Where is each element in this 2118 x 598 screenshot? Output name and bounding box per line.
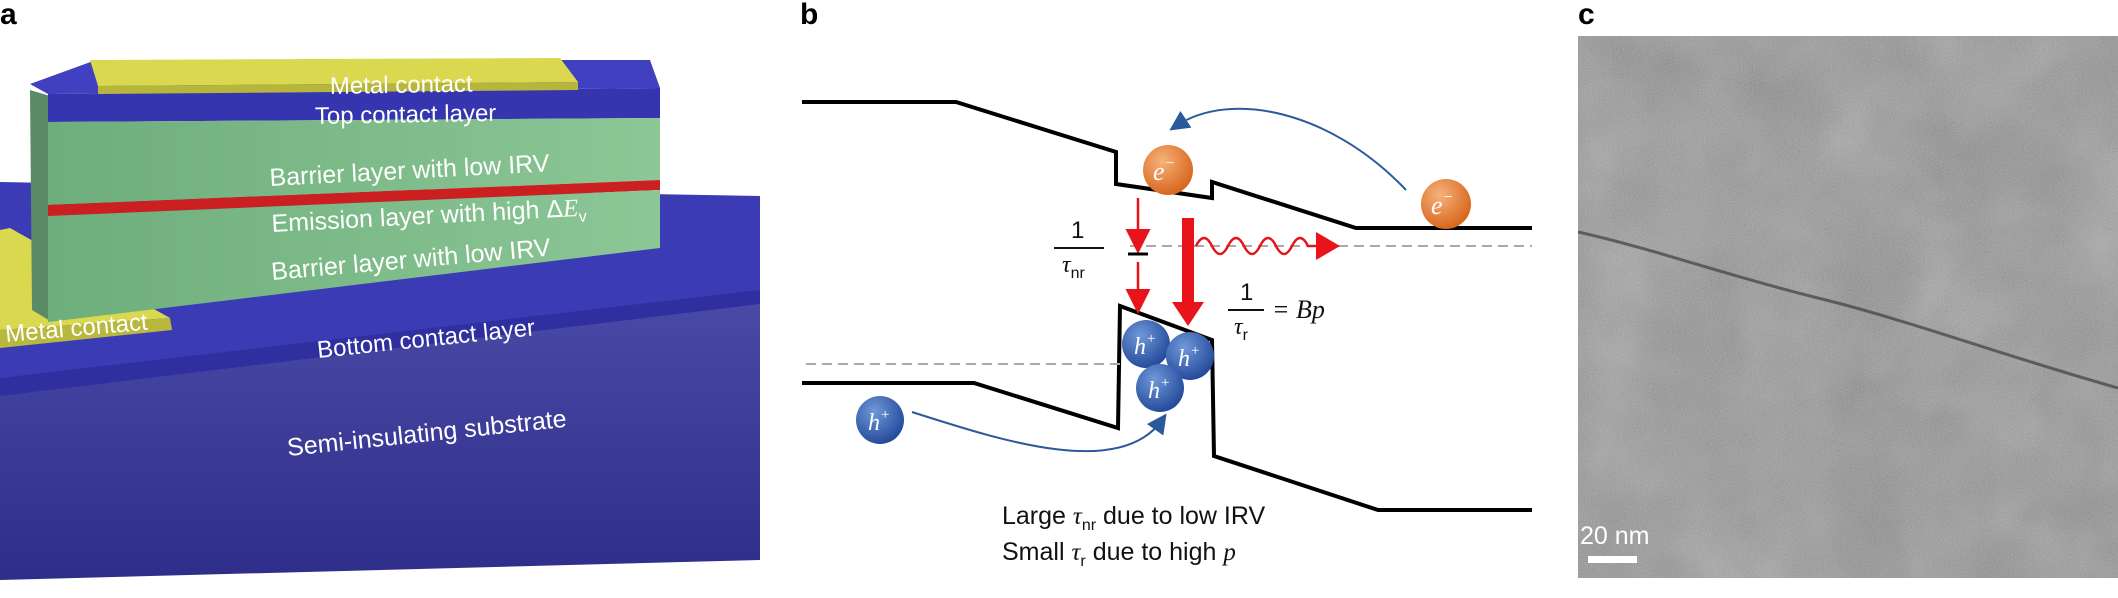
label-metal-contact-top: Metal contact	[330, 71, 474, 100]
barrier-upper-front	[48, 118, 660, 205]
electron-right	[1421, 179, 1471, 229]
panel-label-c: c	[1578, 0, 1595, 31]
hole-3	[1136, 364, 1184, 412]
emission-strip	[48, 180, 660, 216]
radiative-arrow	[1172, 218, 1204, 326]
label-top-contact: Top contact layer	[315, 100, 497, 130]
tau-nr-numerator: 1	[1071, 217, 1084, 244]
barrier-lower-front	[48, 190, 660, 322]
device-stack-diagram: Metal contact Top contact layer Barrier …	[0, 58, 760, 580]
panel-label-b: b	[800, 0, 819, 31]
scale-bar-label: 20 nm	[1580, 522, 1650, 550]
hole-1	[1122, 320, 1170, 368]
electron-top-label: e−	[1153, 155, 1175, 186]
dislocation-line	[1578, 230, 2118, 390]
valence-band	[802, 303, 1532, 512]
hole-2	[1166, 332, 1214, 380]
tau-r-denominator: τr	[1234, 314, 1249, 344]
electron-top	[1143, 145, 1193, 195]
tau-nr-denominator: τnr	[1062, 252, 1085, 282]
tau-r-equals-bp: = Bp	[1272, 295, 1325, 324]
photon-arrowhead	[1316, 232, 1340, 260]
electron-transfer-arrow	[1169, 107, 1407, 191]
hole-1-label: h+	[1134, 331, 1156, 360]
tau-r-numerator: 1	[1240, 279, 1253, 306]
hole-4	[856, 396, 904, 444]
hole-3-label: h+	[1148, 375, 1170, 404]
bottom-contact-front	[0, 290, 760, 396]
band-diagram: e− e− h+ h+ h+ h+ 1 τnr 1 τr = Bp Large …	[802, 100, 1532, 570]
electron-right-label: e−	[1431, 189, 1453, 220]
caption-line-1: Large τnr due to low IRV	[1002, 502, 1265, 534]
hole-4-label: h+	[868, 407, 890, 436]
hole-transfer-arrow	[911, 411, 1167, 453]
panel-label-a: a	[0, 0, 17, 31]
hole-2-label: h+	[1178, 343, 1200, 372]
caption-line-2: Small τr due to high p	[1002, 538, 1236, 570]
scale-bar	[1588, 556, 1637, 563]
mesa-top-contact-front	[48, 88, 660, 122]
side-metal-front	[0, 318, 172, 348]
top-metal-contact	[90, 58, 578, 86]
photon-wave	[1194, 236, 1318, 256]
top-metal-contact-front	[98, 82, 578, 94]
tem-micrograph: 20 nm	[1578, 36, 2118, 578]
mesa-left-side	[30, 90, 52, 322]
